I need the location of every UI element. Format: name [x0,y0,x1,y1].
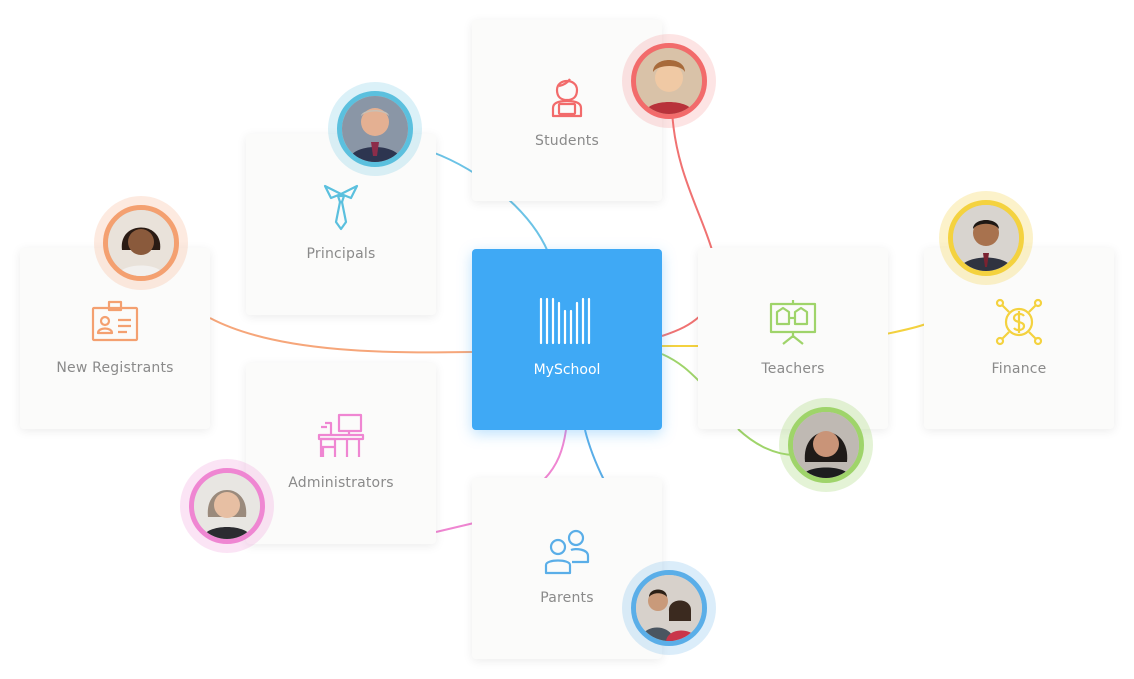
people-icon [544,529,590,575]
teachers-label: Teachers [761,361,825,377]
new-registrants-connector [209,317,475,354]
dollar-coin-icon [995,298,1043,346]
presentation-board-icon [769,300,817,345]
new-registrant-avatar [94,196,188,290]
myschool-hub[interactable]: MySchool [472,249,662,430]
desk-icon [317,413,365,457]
principals-card[interactable]: Principals [246,134,436,315]
finance-card[interactable]: Finance [924,248,1114,429]
id-badge-icon [91,300,139,342]
student-icon [551,78,583,118]
parents-label: Parents [540,590,594,606]
parents-card[interactable]: Parents [472,478,662,659]
parents-avatar [622,561,716,655]
administrators-label: Administrators [288,475,394,491]
teacher-avatar [779,398,873,492]
principal-avatar [328,82,422,176]
students-card[interactable]: Students [472,20,662,201]
student-avatar [622,34,716,128]
teachers-card[interactable]: Teachers [698,248,888,429]
administrators-card[interactable]: Administrators [246,363,436,544]
administrator-avatar [180,459,274,553]
finance-avatar [939,191,1033,285]
parents-connector [584,429,605,481]
finance-label: Finance [991,361,1047,377]
students-connector [671,109,713,251]
teachers-connector [661,315,701,337]
students-label: Students [534,133,599,149]
new-registrants-card[interactable]: New Registrants [20,248,210,429]
myschool-logo-icon [539,297,591,345]
new-registrants-label: New Registrants [56,360,174,376]
finance-connector [662,323,927,347]
principals-label: Principals [306,246,376,262]
myschool-label: MySchool [533,362,601,378]
necktie-icon [323,184,359,231]
